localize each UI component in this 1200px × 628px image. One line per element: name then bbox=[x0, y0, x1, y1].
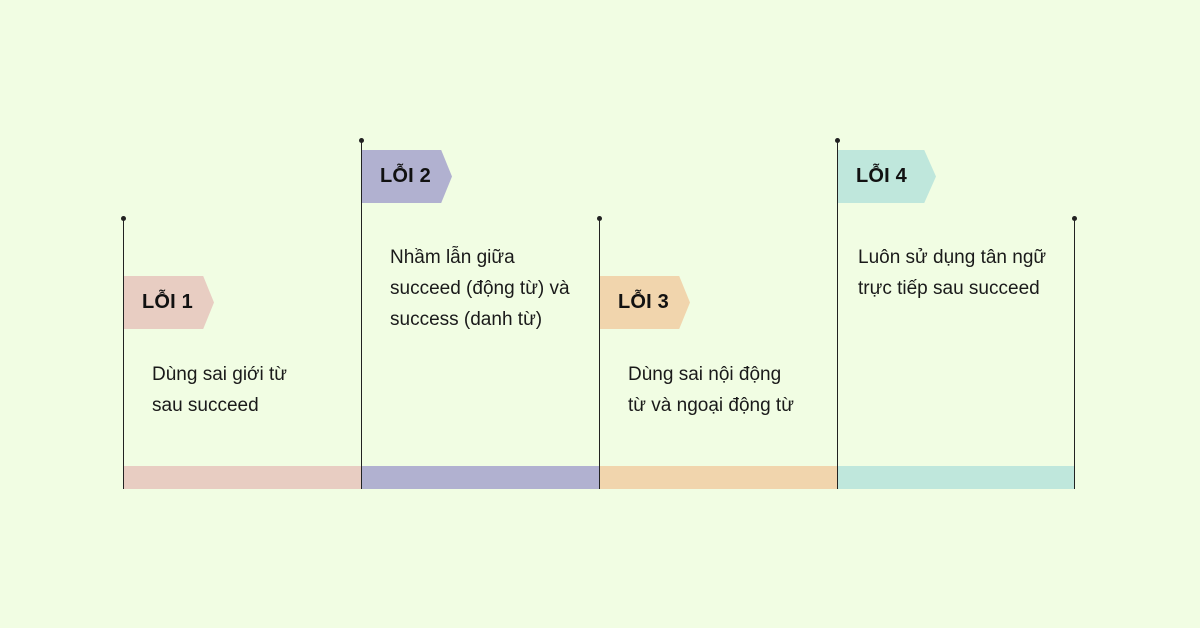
step-4-description: Luôn sử dụng tân ngữ trực tiếp sau succe… bbox=[858, 247, 1047, 299]
pole-3-dot bbox=[597, 216, 602, 221]
step-1-tag: LỖI 1 bbox=[124, 276, 214, 329]
step-4-label: LỖI 4 bbox=[856, 165, 908, 187]
step-3-tag: LỖI 3 bbox=[600, 276, 690, 329]
pole-2-dot bbox=[359, 138, 364, 143]
step-2-description: Nhầm lẫn giữa succeed (động từ) và succe… bbox=[390, 247, 570, 330]
pole-2 bbox=[361, 140, 362, 489]
pole-end-dot bbox=[1072, 216, 1077, 221]
step-4-tag: LỖI 4 bbox=[838, 150, 936, 203]
step-3-description: Dùng sai nội động từ và ngoại động từ bbox=[628, 364, 794, 416]
step-3-label: LỖI 3 bbox=[618, 291, 670, 313]
band-step-2 bbox=[362, 466, 600, 489]
pole-3 bbox=[599, 218, 600, 489]
band-step-1 bbox=[124, 466, 362, 489]
step-1-label: LỖI 1 bbox=[142, 291, 194, 313]
band-step-3 bbox=[600, 466, 838, 489]
pole-4 bbox=[837, 140, 838, 489]
band-step-4 bbox=[838, 466, 1075, 489]
step-1-description: Dùng sai giới từ sau succeed bbox=[152, 364, 288, 416]
pole-1 bbox=[123, 218, 124, 489]
step-2-label: LỖI 2 bbox=[380, 165, 432, 187]
pole-4-dot bbox=[835, 138, 840, 143]
step-2-tag: LỖI 2 bbox=[362, 150, 452, 203]
pole-end bbox=[1074, 218, 1075, 489]
pole-1-dot bbox=[121, 216, 126, 221]
